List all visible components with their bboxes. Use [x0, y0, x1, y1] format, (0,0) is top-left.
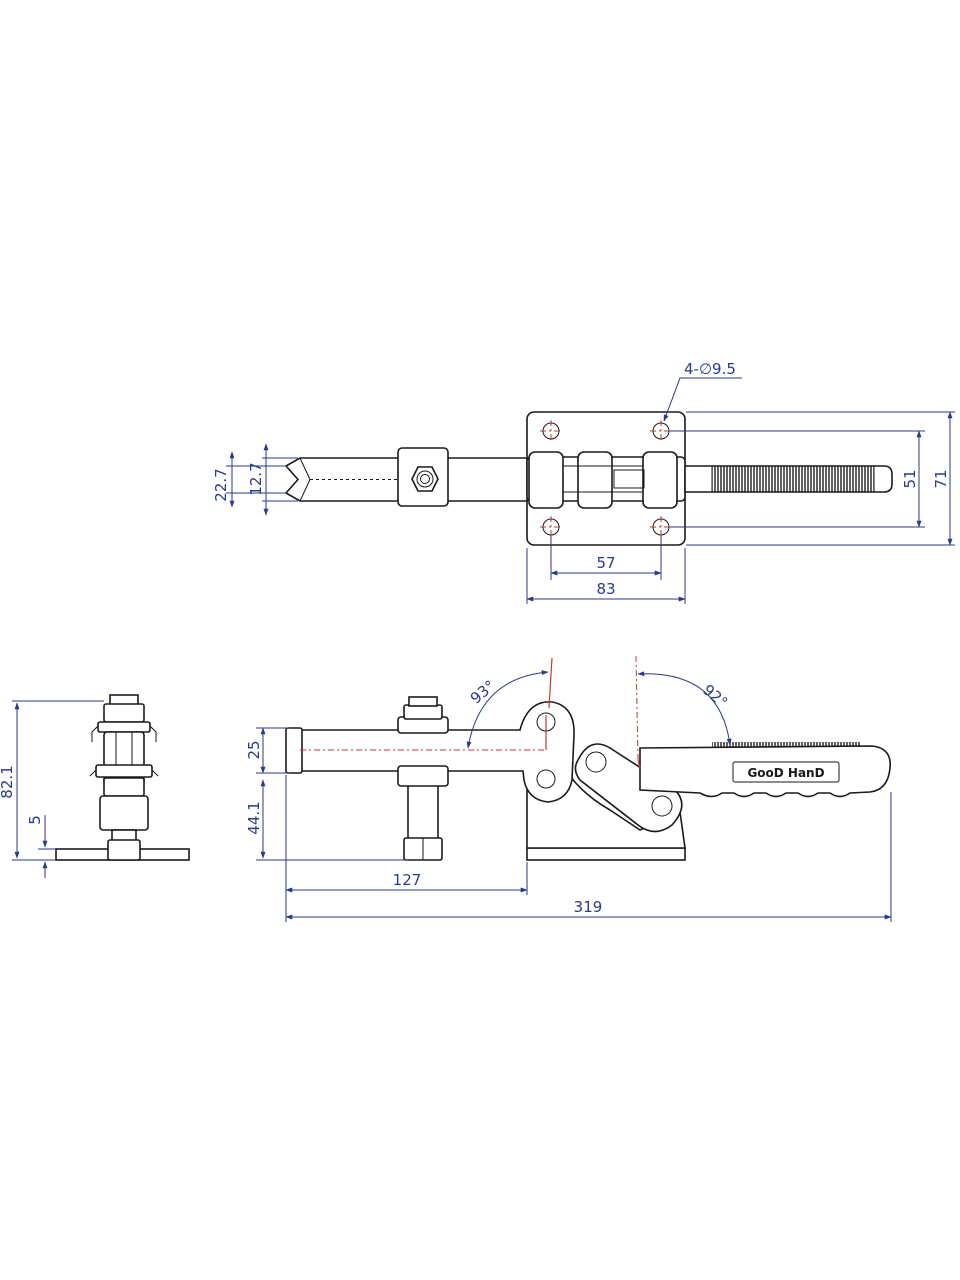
dim-71: 71 [932, 469, 950, 488]
top-hex-nut [411, 466, 439, 492]
side-handle-grip [712, 742, 860, 747]
dim-25: 25 [245, 740, 263, 759]
dim-319: 319 [574, 898, 603, 916]
angle-93: 93° [467, 677, 499, 708]
mounting-holes [540, 420, 672, 538]
dim-12-7: 12.7 [247, 462, 265, 495]
side-spindle [407, 784, 439, 846]
dim-82-1: 82.1 [0, 765, 16, 798]
dim-127: 127 [393, 871, 422, 889]
front-view: 82.1 5 [0, 694, 190, 878]
hole-spec-label: 4-∅9.5 [684, 360, 736, 378]
angle-92: 92° [699, 681, 731, 712]
dim-51: 51 [901, 469, 919, 488]
side-arm-pad [285, 727, 303, 774]
handle-brand-box [732, 761, 840, 783]
top-handle-grip [711, 465, 875, 493]
dim-44-1: 44.1 [245, 801, 263, 834]
side-handle [639, 745, 891, 798]
dim-5: 5 [26, 815, 44, 825]
dim-83: 83 [596, 580, 615, 598]
side-link [574, 743, 683, 833]
top-view: 22.7 12.7 51 71 57 83 4-∅9.5 [212, 360, 955, 604]
dim-57: 57 [596, 554, 615, 572]
handle-brand: GooD HanD [747, 766, 824, 780]
dim-22-7: 22.7 [212, 468, 230, 501]
side-view: GooD HanD 93° 92° 25 44.1 127 319 [245, 655, 892, 922]
side-base-plate [526, 847, 686, 861]
